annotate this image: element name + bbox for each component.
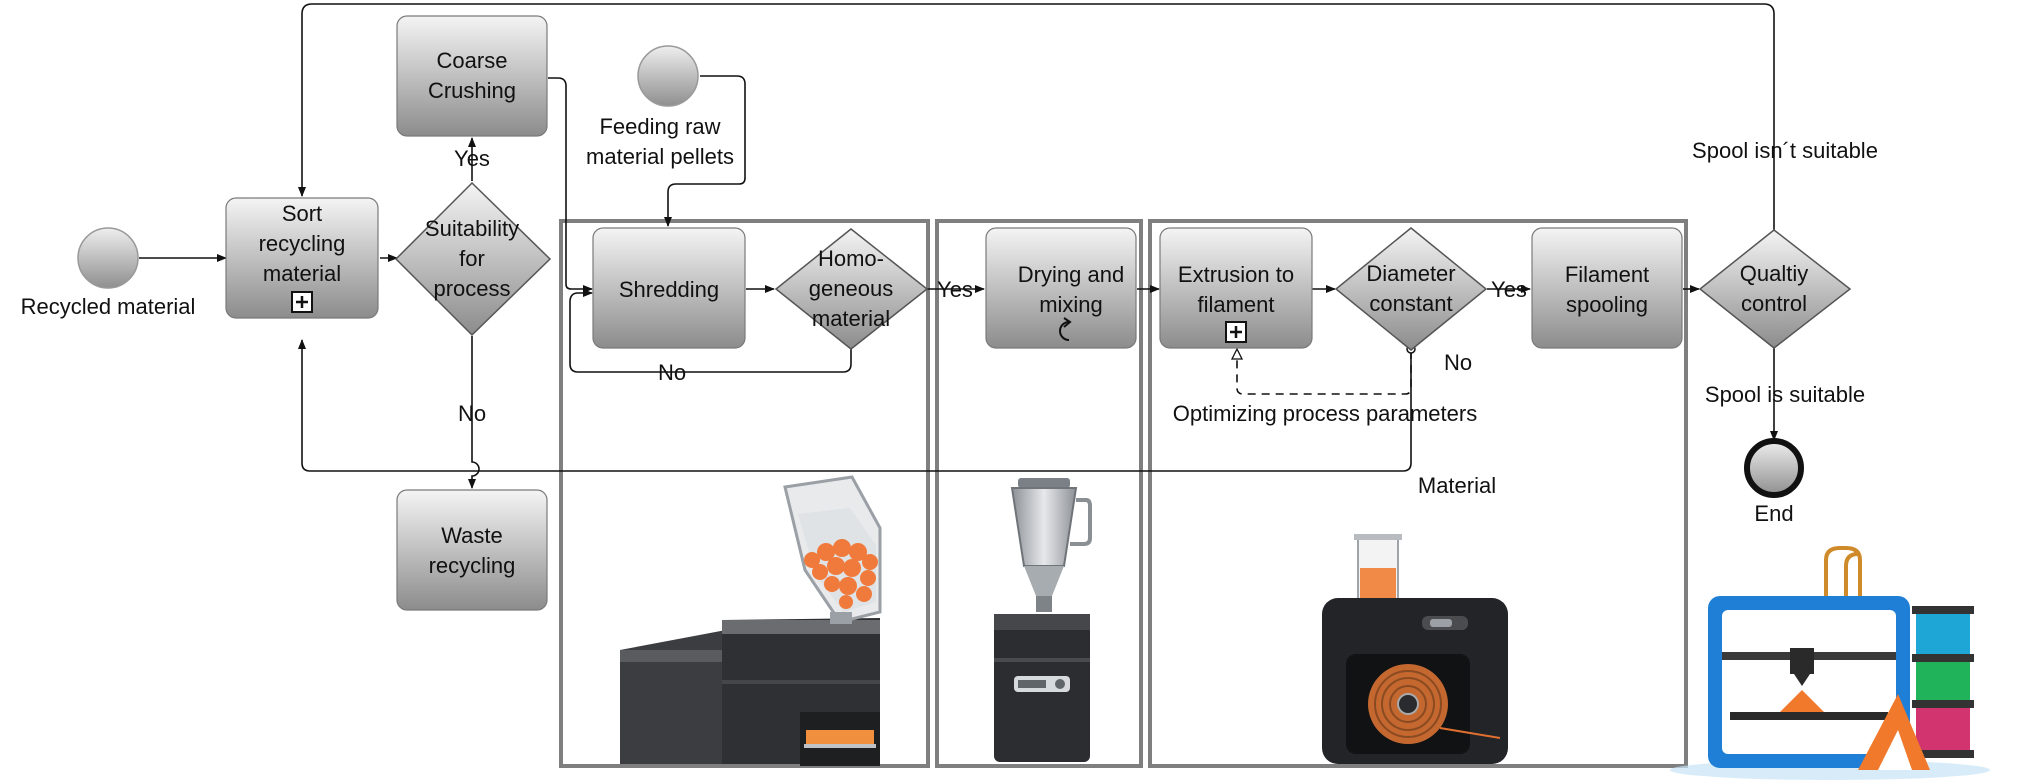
gateway-homogeneous-label-3: material xyxy=(812,306,890,331)
task-sort: Sort recycling material xyxy=(225,197,379,319)
task-coarse-label-1: Coarse xyxy=(437,48,508,73)
task-sort-label-2: recycling xyxy=(259,231,346,256)
task-waste-label-1: Waste xyxy=(441,523,503,548)
task-extrusion-label-1: Extrusion to xyxy=(1178,262,1294,287)
loop-arrow-icon xyxy=(1059,317,1072,341)
task-coarse-crushing: Coarse Crushing xyxy=(396,15,548,137)
plus-square-icon xyxy=(1225,321,1247,343)
gateway-suitability: Suitability for process xyxy=(394,181,552,337)
task-shredding-label: Shredding xyxy=(619,277,719,302)
task-drying-mixing: Drying and mixing xyxy=(985,227,1137,349)
edge-label-no-shred: No xyxy=(658,360,686,385)
gateway-suitability-label-1: Suitability xyxy=(425,216,519,241)
edge-label-optimizing: Optimizing process parameters xyxy=(1173,401,1477,426)
task-spooling-label-2: spooling xyxy=(1566,292,1648,317)
gateway-diameter-label-1: Diameter xyxy=(1366,261,1455,286)
task-extrusion: Extrusion to filament xyxy=(1159,227,1313,349)
edge-homogeneous-shredding-no xyxy=(569,289,852,373)
task-drying-label-2: mixing xyxy=(1039,292,1103,317)
spool-stack xyxy=(1912,606,1974,758)
edge-label-yes-spool: Yes xyxy=(1491,277,1527,302)
task-coarse-label-2: Crushing xyxy=(428,78,516,103)
feeding-event-label-line1: Feeding raw xyxy=(599,114,720,139)
task-waste-recycling: Waste recycling xyxy=(396,489,548,611)
gateway-quality-label-1: Qualtiy xyxy=(1740,261,1808,286)
edge-coarse-shredding xyxy=(548,77,593,293)
task-drying-label-1: Drying and xyxy=(1018,262,1124,287)
plus-square-icon xyxy=(291,291,313,313)
task-filament-spooling: Filament spooling xyxy=(1531,227,1683,349)
task-waste-label-2: recycling xyxy=(429,553,516,578)
feeding-event-label-line2: material pellets xyxy=(586,144,734,169)
edge-label-material: Material xyxy=(1418,473,1496,498)
filament-extruder-icon xyxy=(1322,534,1508,764)
gateway-homogeneous-label-1: Homo- xyxy=(818,246,884,271)
stage-frame-extrusion xyxy=(1148,219,1688,768)
start-event xyxy=(77,227,139,289)
edge-label-yes-dry: Yes xyxy=(937,277,973,302)
3d-printer-icon xyxy=(1670,546,1990,780)
stage-frame-shredding xyxy=(559,219,930,768)
task-sort-label-1: Sort xyxy=(282,201,322,226)
task-extrusion-label-2: filament xyxy=(1197,292,1274,317)
gateway-quality-control: Qualtiy control xyxy=(1698,229,1852,349)
stage-frame-drying xyxy=(935,219,1143,768)
gateway-suitability-label-2: for xyxy=(459,246,485,271)
task-shredding: Shredding xyxy=(592,227,746,349)
gateway-homogeneous-label-2: geneous xyxy=(809,276,893,301)
gateway-homogeneous: Homo- geneous material xyxy=(774,228,929,350)
gateway-quality-label-2: control xyxy=(1741,291,1807,316)
edge-label-spool-suitable: Spool is suitable xyxy=(1705,382,1865,407)
gateway-diameter-label-2: constant xyxy=(1369,291,1452,316)
edge-diameter-sort-material xyxy=(298,339,1412,472)
end-event-label: End xyxy=(1754,501,1793,526)
end-event xyxy=(1744,438,1804,498)
shredder-machine-icon xyxy=(620,475,882,766)
edges xyxy=(139,3,1778,489)
edge-label-spool-not-suitable: Spool isn´t suitable xyxy=(1692,138,1878,163)
stage-frames xyxy=(559,219,1688,768)
edge-label-no-waste: No xyxy=(458,401,486,426)
dryer-mixer-icon xyxy=(994,478,1092,762)
edge-suitability-waste xyxy=(468,336,480,489)
feeding-event xyxy=(637,45,699,107)
edge-label-no-diameter: No xyxy=(1444,350,1472,375)
gateway-diameter: Diameter constant xyxy=(1334,227,1488,351)
task-sort-label-3: material xyxy=(263,261,341,286)
task-spooling-label-1: Filament xyxy=(1565,262,1649,287)
edge-feeding-shredding xyxy=(664,75,746,227)
edge-label-yes-coarse: Yes xyxy=(454,146,490,171)
edge-quality-sort xyxy=(298,3,1775,230)
gateway-suitability-label-3: process xyxy=(433,276,510,301)
start-event-label: Recycled material xyxy=(21,294,196,319)
edge-diameter-extrusion-optimize xyxy=(1237,350,1412,395)
